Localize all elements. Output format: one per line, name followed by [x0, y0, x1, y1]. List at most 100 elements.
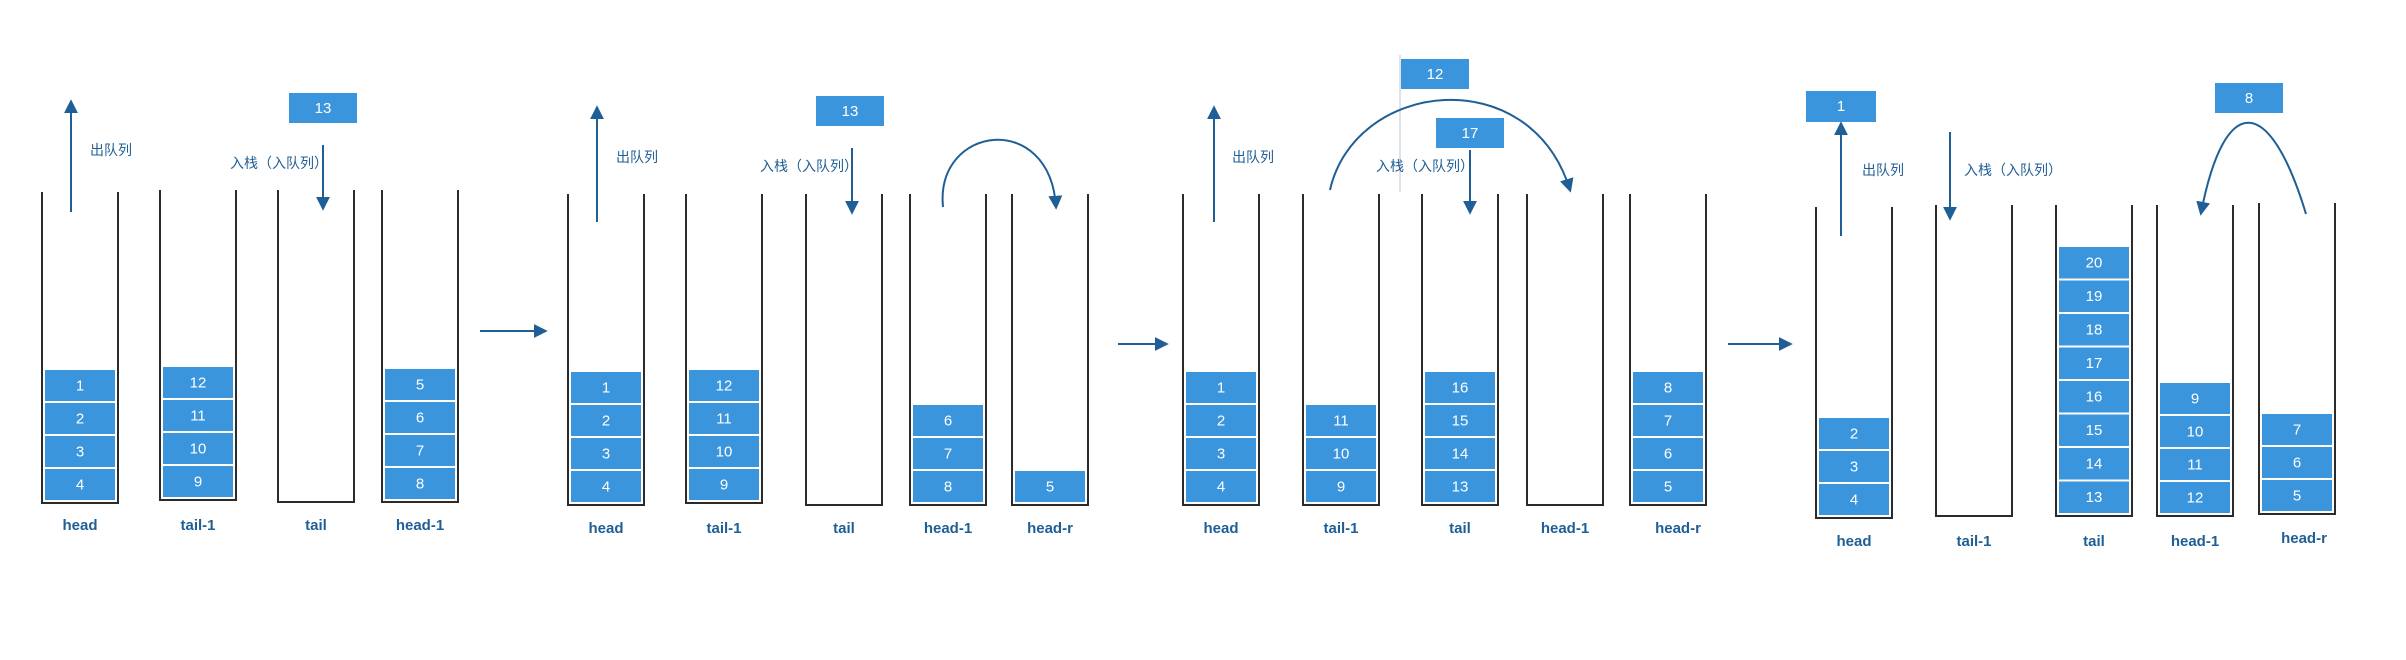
stack-item-value: 10: [716, 443, 733, 460]
moved-value: 12: [1427, 66, 1444, 83]
stack-head: 2 34 head: [1815, 207, 1893, 550]
stack-item-value: 3: [76, 443, 84, 460]
stack-label: tail: [2083, 533, 2105, 550]
stack-item: 1: [43, 368, 117, 403]
stack-item-value: 19: [2086, 288, 2103, 305]
stack-item: 17: [2057, 345, 2131, 381]
stack-item-value: 9: [720, 476, 728, 493]
stack-item-value: 9: [1337, 478, 1345, 495]
incoming-value: 17: [1462, 125, 1479, 142]
push-label: 入栈（入队列）: [230, 155, 328, 171]
stack-tail: tail: [805, 194, 883, 537]
stack-item: 15: [2057, 412, 2131, 448]
stack-item: 18: [2057, 312, 2131, 348]
transfer-arc-arrow: [2196, 121, 2307, 216]
stack-item-value: 15: [1452, 412, 1469, 429]
dequeue-label: 出队列: [616, 149, 658, 165]
stack-item: 9: [2158, 381, 2232, 416]
stack-item-value: 9: [2191, 390, 2199, 407]
stack-item: 10: [2158, 414, 2232, 449]
stack-item-value: 16: [2086, 389, 2103, 406]
stack-label: head-1: [924, 520, 972, 537]
stack-item-value: 3: [1217, 445, 1225, 462]
stack-head-r: 5 head-r: [1011, 194, 1089, 537]
stack-item: 19: [2057, 278, 2131, 314]
stack-item: 4: [43, 467, 117, 502]
stack-item-value: 7: [1664, 412, 1672, 429]
transfer-arc-arrow: [941, 138, 1063, 210]
stack-item-value: 20: [2086, 255, 2103, 272]
moved-value: 8: [2245, 90, 2253, 107]
stack-item: 4: [569, 469, 643, 504]
stack-item-value: 4: [76, 476, 84, 493]
stack-item-value: 18: [2086, 322, 2103, 339]
stack-item: 15: [1423, 403, 1497, 438]
stack-item-box: [1184, 403, 1258, 438]
stack-item-box: [2057, 479, 2131, 515]
stack-label: head: [1836, 533, 1871, 550]
stack-tail-1: 12 11 10 9 tail-1: [685, 194, 763, 537]
incoming-tag: 13: [816, 96, 884, 126]
stack-item-box: [1184, 436, 1258, 471]
stack-item-value: 5: [1046, 478, 1054, 495]
stack-item: 4: [1184, 469, 1258, 504]
stack-item: 3: [43, 434, 117, 469]
stack-item-value: 5: [416, 376, 424, 393]
stack-item-value: 11: [716, 410, 732, 427]
stack-item-box: [1184, 469, 1258, 504]
stack-item: 14: [2057, 446, 2131, 482]
stack-head-1: 678 head-1: [909, 194, 987, 537]
stack-item-value: 5: [1664, 478, 1672, 495]
stack-item-box: [383, 400, 457, 435]
stack-item: 6: [911, 403, 985, 438]
stack-item-value: 2: [1850, 425, 1858, 442]
stack-items: 5: [1013, 469, 1087, 504]
stack-item: 8: [383, 466, 457, 501]
stack-item: 5: [383, 367, 457, 402]
stack-item: 1: [1184, 370, 1258, 405]
stack-item: 5: [2260, 478, 2334, 513]
stack-item-box: [1631, 403, 1705, 438]
stack-item-box: [2057, 412, 2131, 448]
popped-tag: 1: [1806, 91, 1876, 122]
stack-item: 4: [1817, 482, 1891, 517]
stack-item: 12: [687, 368, 761, 403]
stack-items: 12 11 10 9: [687, 368, 761, 502]
stack-label: tail: [833, 520, 855, 537]
stack-item-box: [1817, 416, 1891, 451]
stack-item: 16: [2057, 379, 2131, 415]
stack-item-box: [2158, 447, 2232, 482]
stack-item: 5: [1013, 469, 1087, 504]
push-label: 入栈（入队列）: [1964, 162, 2062, 178]
stack-item: 2: [569, 403, 643, 438]
stack-item: 10: [687, 434, 761, 469]
stack-item: 9: [687, 467, 761, 502]
stack-item-value: 2: [602, 412, 610, 429]
stack-label: head-r: [1655, 520, 1701, 537]
stack-label: tail-1: [706, 520, 741, 537]
stack-item-box: [2260, 478, 2334, 513]
stack-tail: tail: [277, 190, 355, 534]
stack-item: 7: [911, 436, 985, 471]
stack-item: 3: [1817, 449, 1891, 484]
stack-item-box: [1423, 469, 1497, 504]
stack-item-box: [1423, 403, 1497, 438]
stack-label: head-r: [2281, 530, 2327, 547]
stack-label: head-1: [396, 517, 444, 534]
stack-label: head: [1203, 520, 1238, 537]
stack-item-box: [161, 398, 235, 433]
stack-items: 678: [911, 403, 985, 504]
stack-item-value: 15: [2086, 422, 2103, 439]
